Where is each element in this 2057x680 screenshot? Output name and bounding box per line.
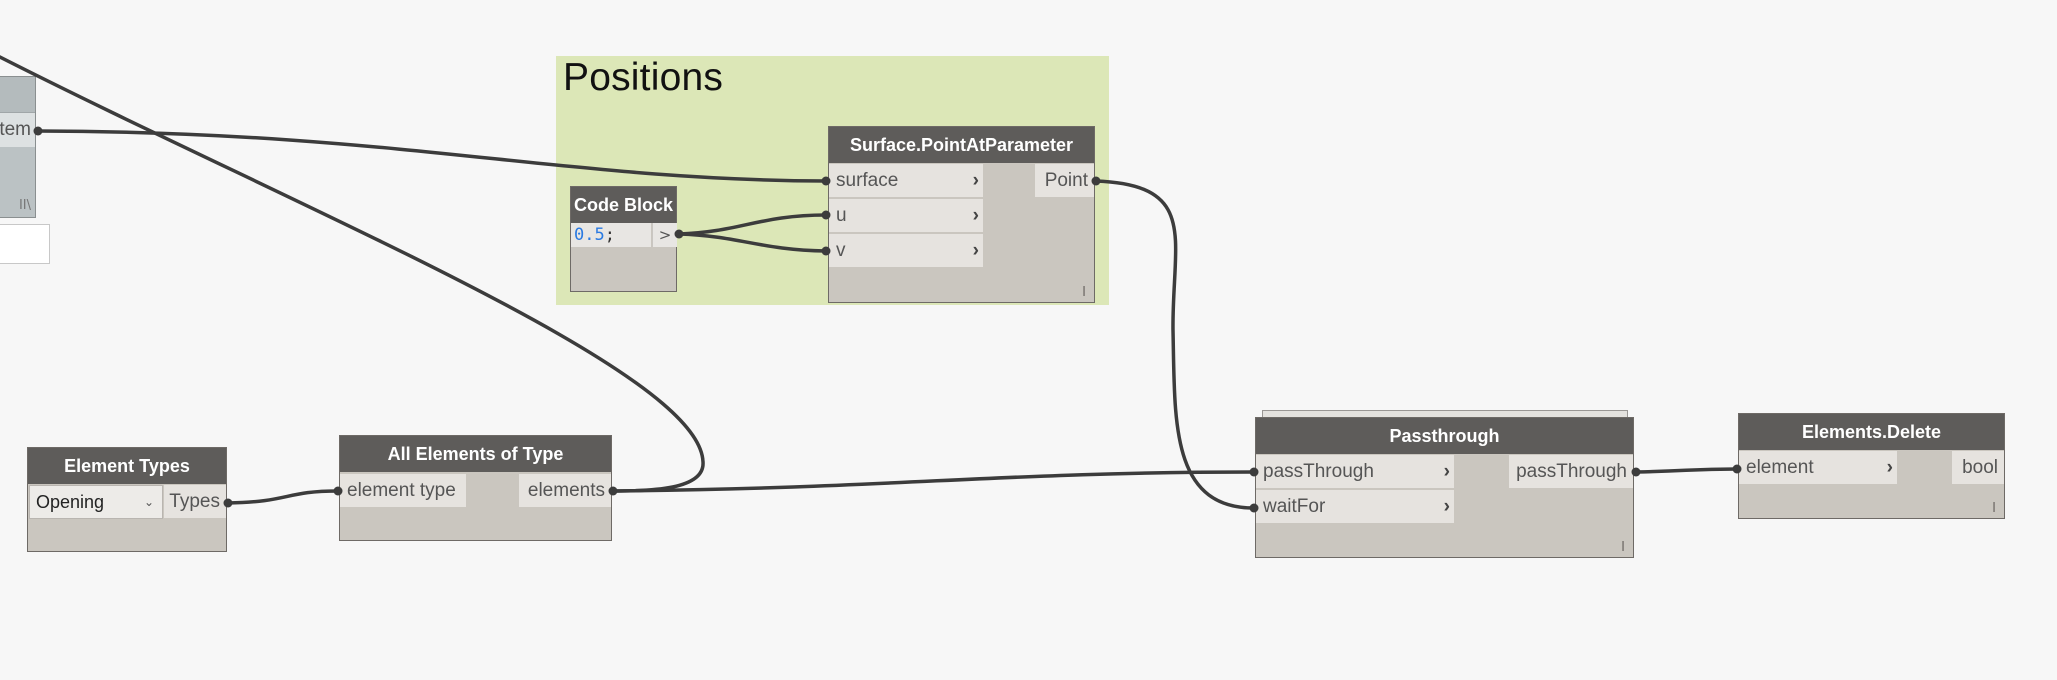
dropdown-value: Opening — [36, 492, 105, 512]
partial-node-output-port[interactable]: tem — [0, 113, 35, 147]
port-label: element — [1746, 457, 1814, 478]
code-semicolon: ; — [604, 225, 615, 245]
output-port-elements[interactable]: elements — [519, 474, 611, 507]
input-port-surface[interactable]: surface › — [829, 164, 983, 197]
wire-types-to-element-type[interactable] — [227, 489, 339, 505]
node-surface-point-at-parameter[interactable]: Surface.PointAtParameter surface › u › v… — [828, 126, 1095, 303]
chevron-right-icon[interactable]: › — [1443, 461, 1450, 482]
port-label: waitFor — [1263, 496, 1326, 517]
element-type-dropdown[interactable]: Opening ⌄ — [29, 485, 163, 519]
code-number: 0.5 — [574, 225, 605, 245]
lacing-indicator: I — [1992, 501, 1996, 516]
input-port-waitfor[interactable]: waitFor › — [1256, 490, 1454, 523]
node-elements-delete[interactable]: Elements.Delete element › bool I — [1738, 413, 2005, 519]
code-editor[interactable]: 0.5; — [571, 223, 651, 247]
node-code-block[interactable]: Code Block 0.5; > — [570, 186, 677, 292]
node-title[interactable]: Passthrough — [1256, 418, 1633, 454]
group-title[interactable]: Positions — [563, 56, 724, 99]
port-label: surface — [836, 170, 899, 191]
node-title[interactable]: Code Block — [571, 187, 676, 223]
port-label: u — [836, 205, 847, 226]
node-title[interactable]: Element Types — [28, 448, 226, 484]
input-port-v[interactable]: v › — [829, 234, 983, 267]
wire-point-to-waitfor[interactable] — [1095, 179, 1255, 510]
output-port-passthrough[interactable]: passThrough — [1509, 455, 1633, 488]
input-port-element[interactable]: element › — [1739, 451, 1897, 484]
partial-node-input-box[interactable] — [0, 224, 50, 264]
output-port-bool[interactable]: bool — [1952, 451, 2004, 484]
lacing-indicator: II\ — [18, 198, 31, 213]
port-label: v — [836, 240, 846, 261]
node-passthrough[interactable]: Passthrough passThrough › waitFor › pass… — [1255, 417, 1634, 558]
input-port-element-type[interactable]: element type — [340, 474, 466, 507]
node-title[interactable]: All Elements of Type — [340, 436, 611, 472]
node-title[interactable]: Surface.PointAtParameter — [829, 127, 1094, 163]
lacing-indicator: I — [1621, 540, 1625, 555]
chevron-down-icon[interactable]: ⌄ — [143, 495, 154, 509]
partial-node[interactable]: tem II\ — [0, 76, 36, 218]
chevron-right-icon[interactable]: › — [972, 240, 979, 261]
output-port-point[interactable]: Point — [1035, 164, 1094, 197]
node-title[interactable]: Elements.Delete — [1739, 414, 2004, 450]
chevron-right-icon[interactable]: › — [1443, 496, 1450, 517]
wire-elements-to-passthrough[interactable] — [612, 470, 1255, 493]
partial-node-header[interactable] — [0, 77, 35, 113]
chevron-right-icon[interactable]: › — [972, 205, 979, 226]
output-port-types[interactable]: Types — [164, 485, 226, 518]
chevron-right-icon[interactable]: › — [972, 170, 979, 191]
input-port-passthrough[interactable]: passThrough › — [1256, 455, 1454, 488]
node-element-types[interactable]: Element Types Opening ⌄ Types — [27, 447, 227, 552]
lacing-indicator: I — [1082, 285, 1086, 300]
chevron-right-icon[interactable]: › — [1886, 457, 1893, 478]
input-port-u[interactable]: u › — [829, 199, 983, 232]
wire-passthrough-to-element[interactable] — [1635, 467, 1738, 474]
output-port[interactable]: > — [652, 223, 677, 247]
port-label: passThrough — [1263, 461, 1374, 482]
node-all-elements-of-type[interactable]: All Elements of Type element type elemen… — [339, 435, 612, 541]
